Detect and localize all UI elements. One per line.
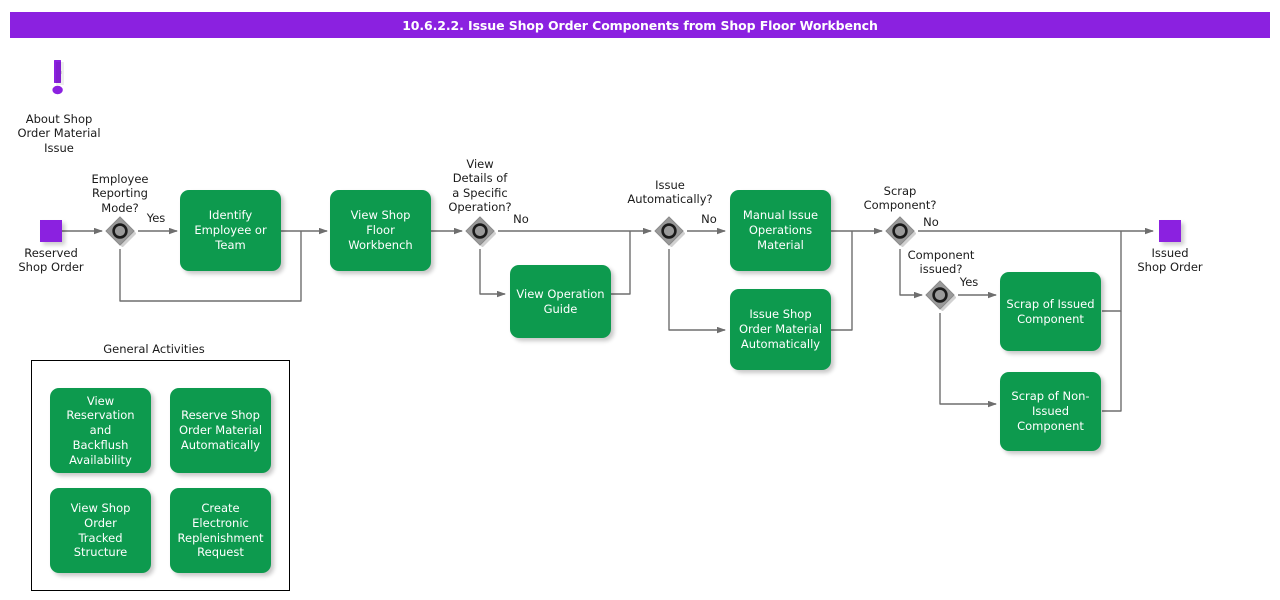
wire-scrapnonissued-merge [1102, 311, 1122, 412]
create-electronic-replenishment-request-activity[interactable]: Create Electronic Replenishment Request [170, 488, 271, 573]
component-issued-label: Component issued? [907, 248, 975, 277]
wire-scrapissued-merge [1102, 231, 1122, 312]
wire-operationguide-merge [611, 231, 631, 295]
issued-shop-order-caption: Issued Shop Order [1137, 246, 1203, 275]
scrap-of-non-issued-component-activity[interactable]: Scrap of Non- Issued Component [1000, 372, 1101, 451]
employee-yes-edge-label: Yes [146, 211, 166, 225]
page-title: 10.6.2.2. Issue Shop Order Components fr… [402, 17, 878, 33]
view-reservation-and-backflush-availability-activity[interactable]: View Reservation and Backflush Availabil… [50, 388, 151, 473]
reserved-shop-order-marker[interactable] [40, 220, 62, 242]
issue-automatically-no-edge-label: No [701, 212, 717, 226]
scrap-component-label: Scrap Component? [863, 184, 937, 213]
employee-reporting-mode-label: Employee Reporting Mode? [91, 172, 149, 215]
wire-autoissue-merge [831, 231, 853, 331]
scrap-component-gateway[interactable] [884, 215, 916, 247]
wire-componentissued-no-to-scrapnonissued [939, 313, 997, 408]
general-activities-title: General Activities [103, 342, 205, 356]
issue-automatically-label: Issue Automatically? [627, 178, 713, 207]
wire-issueauto-to-autoissue [668, 249, 726, 334]
identify-employee-or-team-activity[interactable]: Identify Employee or Team [180, 190, 281, 271]
view-operation-guide-activity[interactable]: View Operation Guide [510, 265, 611, 338]
issue-shop-order-material-automatically-activity[interactable]: Issue Shop Order Material Automatically [730, 289, 831, 370]
reserved-shop-order-caption: Reserved Shop Order [18, 246, 84, 275]
info-note-caption: About Shop Order Material Issue [17, 112, 101, 155]
component-issued-yes-edge-label: Yes [959, 275, 979, 289]
component-issued-gateway[interactable] [924, 279, 956, 311]
wire-viewdetails-to-operationguide [479, 249, 506, 298]
view-shop-order-tracked-structure-activity[interactable]: View Shop Order Tracked Structure [50, 488, 151, 573]
reserve-shop-order-material-automatically-activity[interactable]: Reserve Shop Order Material Automaticall… [170, 388, 271, 473]
employee-reporting-mode-gateway[interactable] [104, 215, 136, 247]
view-details-of-a-specific-operation-label: View Details of a Specific Operation? [448, 157, 512, 215]
scrap-component-no-edge-label: No [923, 215, 939, 229]
issued-shop-order-marker[interactable] [1159, 220, 1181, 242]
manual-issue-operations-material-activity[interactable]: Manual Issue Operations Material [730, 190, 831, 271]
issue-automatically-gateway[interactable] [653, 215, 685, 247]
view-details-no-edge-label: No [513, 212, 529, 226]
view-shop-floor-workbench-activity[interactable]: View Shop Floor Workbench [330, 190, 431, 271]
scrap-of-issued-component-activity[interactable]: Scrap of Issued Component [1000, 272, 1101, 351]
view-details-of-a-specific-operation-gateway[interactable] [464, 215, 496, 247]
page-title-bar: 10.6.2.2. Issue Shop Order Components fr… [10, 12, 1270, 38]
exclamation-icon [52, 60, 64, 95]
